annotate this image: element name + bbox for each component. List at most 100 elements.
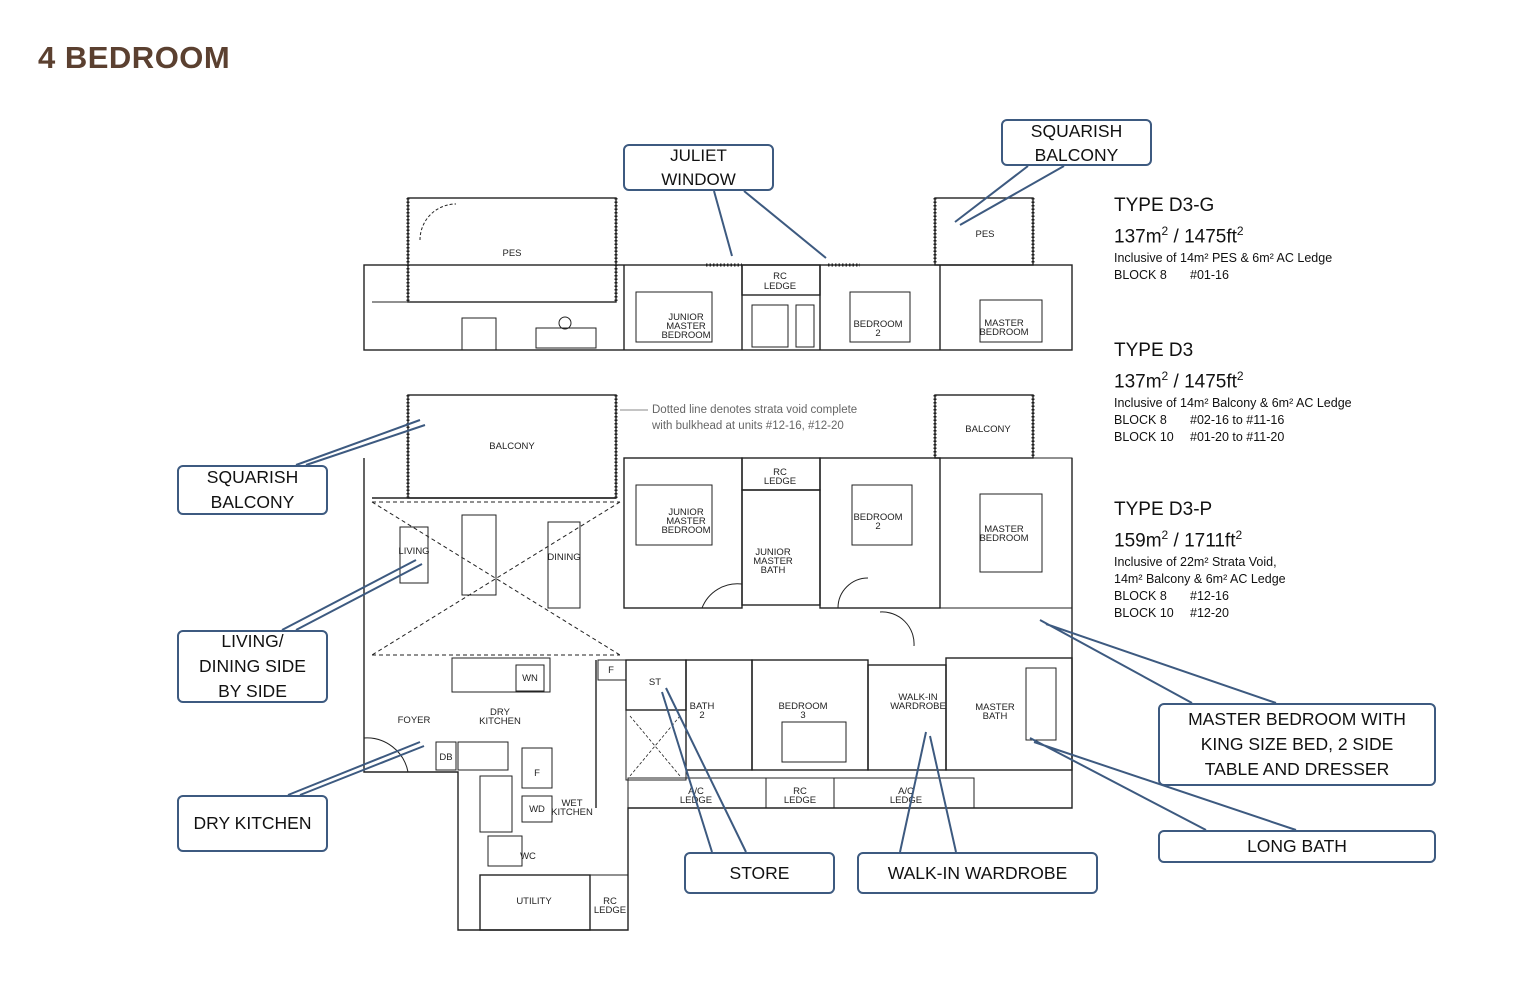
block-name: BLOCK 10 (1114, 606, 1174, 621)
master-label-1: MASTER (984, 524, 1024, 535)
block-units: #01-20 to #11-20 (1190, 430, 1285, 445)
callout-store: STORE (684, 852, 835, 894)
rc-ledge-top-label-1: RC (773, 467, 787, 478)
unit-type-d3p: TYPE D3-P 159m2 / 1711ft2 Inclusive of 2… (1114, 498, 1286, 622)
top-bedroom2-label-1: BEDROOM (853, 319, 902, 330)
main-plan-note: Dotted line denotes strata void complete… (620, 404, 857, 432)
balcony-right-label: BALCONY (965, 424, 1011, 435)
callout-dry-kitchen: DRY KITCHEN (177, 795, 328, 852)
jm-bath-label-3: BATH (761, 565, 786, 576)
plan-note-line-1: Dotted line denotes strata void complete (652, 404, 857, 416)
unit-type-area: 137m2 / 1475ft2 (1114, 369, 1244, 393)
db-label: DB (439, 752, 452, 763)
unit-inclusion: 14m² Balcony & 6m² AC Ledge (1114, 572, 1286, 587)
leader-juliet-window (713, 190, 827, 259)
top-pes-right-label: PES (975, 229, 994, 240)
leader-squarish-balcony-top (954, 165, 1065, 226)
unit-type-area: 137m2 / 1475ft2 (1114, 224, 1244, 248)
ac-ledge-left-label-1: A/C (688, 786, 704, 797)
callout-squarish-balcony-left: SQUARISH BALCONY (177, 465, 328, 515)
area-ft2: 1475ft (1184, 371, 1237, 393)
main-plan-labels: BALCONY BALCONY LIVING DINING JUNIOR MAS… (398, 424, 1029, 916)
rc-ledge-mid-label-1: RC (793, 786, 807, 797)
jmb-label-2: MASTER (666, 516, 706, 527)
dry-kitchen-label-2: KITCHEN (479, 716, 521, 727)
top-jmb-label-1: JUNIOR (668, 312, 704, 323)
wet-kitchen-label-2: KITCHEN (551, 807, 593, 818)
unit-block-row: BLOCK 8 #12-16 (1114, 588, 1286, 605)
bath2-area (685, 659, 753, 771)
area-m2: 159m (1114, 530, 1162, 552)
bedroom3-label-2: 3 (800, 710, 805, 721)
top-jmb-label-3: BEDROOM (661, 330, 710, 341)
area-ft2: 1475ft (1184, 226, 1237, 248)
leader-long-bath (1029, 737, 1297, 831)
unit-type-name: TYPE D3-G (1114, 195, 1215, 216)
bedroom2-label-1: BEDROOM (853, 512, 902, 523)
area-m2-sup: 2 (1161, 528, 1169, 542)
leader-store (661, 687, 747, 853)
top-bedroom2-label-2: 2 (875, 328, 880, 339)
leader-squarish-balcony-left (295, 419, 426, 466)
unit-inclusion: Inclusive of 22m² Strata Void, (1114, 555, 1277, 570)
block-name: BLOCK 8 (1114, 589, 1167, 604)
area-m2: 137m (1114, 226, 1162, 248)
pes-right-area (934, 197, 1034, 266)
rc-ledge-bottom-label-1: RC (603, 896, 617, 907)
plan-note-line-2: with bulkhead at units #12-16, #12-20 (651, 420, 844, 432)
master-bath-label-2: BATH (983, 711, 1008, 722)
leader-walk-in-wardrobe (899, 731, 957, 853)
leader-dry-kitchen (287, 741, 425, 796)
wd-label: WD (529, 804, 545, 815)
bedroom3-area (751, 659, 869, 771)
foyer-label: FOYER (398, 715, 431, 726)
callout-juliet-window: JULIET WINDOW (623, 144, 774, 191)
page-title: 4 BEDROOM (38, 40, 231, 75)
wardrobe-label-1: WALK-IN (898, 692, 937, 703)
top-plan-labels: PES JUNIOR MASTER BEDROOM RC LEDGE BEDRO… (502, 229, 1028, 341)
bedroom2-area (819, 457, 941, 609)
block-name: BLOCK 8 (1114, 268, 1167, 283)
balcony-left-label: BALCONY (489, 441, 535, 452)
wn-label: WN (522, 673, 538, 684)
area-m2-sup: 2 (1161, 369, 1169, 383)
unit-block-row: BLOCK 10 #12-20 (1114, 605, 1286, 622)
area-ft2-sup: 2 (1236, 369, 1244, 383)
unit-inclusion: Inclusive of 14m² Balcony & 6m² AC Ledge (1114, 396, 1352, 411)
callout-long-bath: LONG BATH (1158, 830, 1436, 863)
fridge-label-1: F (608, 665, 614, 676)
main-floor-plan (363, 394, 1073, 931)
unit-block-row: BLOCK 10 #01-20 to #11-20 (1114, 429, 1352, 446)
top-rc-label-2: LEDGE (764, 281, 796, 292)
block-units: #12-16 (1190, 589, 1229, 604)
bedroom3-label-1: BEDROOM (778, 701, 827, 712)
area-ft2: 1711ft (1184, 530, 1236, 552)
block-units: #01-16 (1190, 268, 1229, 283)
top-floor-plan (363, 197, 1073, 351)
callout-master-bedroom: MASTER BEDROOM WITH KING SIZE BED, 2 SID… (1158, 703, 1436, 786)
jmb-label-1: JUNIOR (668, 507, 704, 518)
area-ft2-sup: 2 (1235, 528, 1243, 542)
ac-ledge-right-label-2: LEDGE (890, 795, 922, 806)
bedroom2-label-2: 2 (875, 521, 880, 532)
utility-label: UTILITY (516, 896, 552, 907)
rc-ledge-top-label-2: LEDGE (764, 476, 796, 487)
master-bath-area (945, 657, 1073, 771)
rc-ledge-mid-label-2: LEDGE (784, 795, 816, 806)
dry-kitchen-label-1: DRY (490, 707, 511, 718)
jmb-label-3: BEDROOM (661, 525, 710, 536)
master-bath-label-1: MASTER (975, 702, 1015, 713)
wardrobe-label-2: WARDROBE (890, 701, 946, 712)
jm-bath-label-2: MASTER (753, 556, 793, 567)
block-name: BLOCK 10 (1114, 430, 1174, 445)
callout-living-dining: LIVING/ DINING SIDE BY SIDE (177, 630, 328, 703)
top-master-label-1: MASTER (984, 318, 1024, 329)
dining-label: DINING (547, 552, 580, 563)
area-ft2-sup: 2 (1236, 224, 1244, 238)
wc-label: WC (520, 851, 536, 862)
block-units: #12-20 (1190, 606, 1229, 621)
master-label-2: BEDROOM (979, 533, 1028, 544)
bath2-label-1: BATH (690, 701, 715, 712)
top-plan-outline (363, 264, 1073, 351)
